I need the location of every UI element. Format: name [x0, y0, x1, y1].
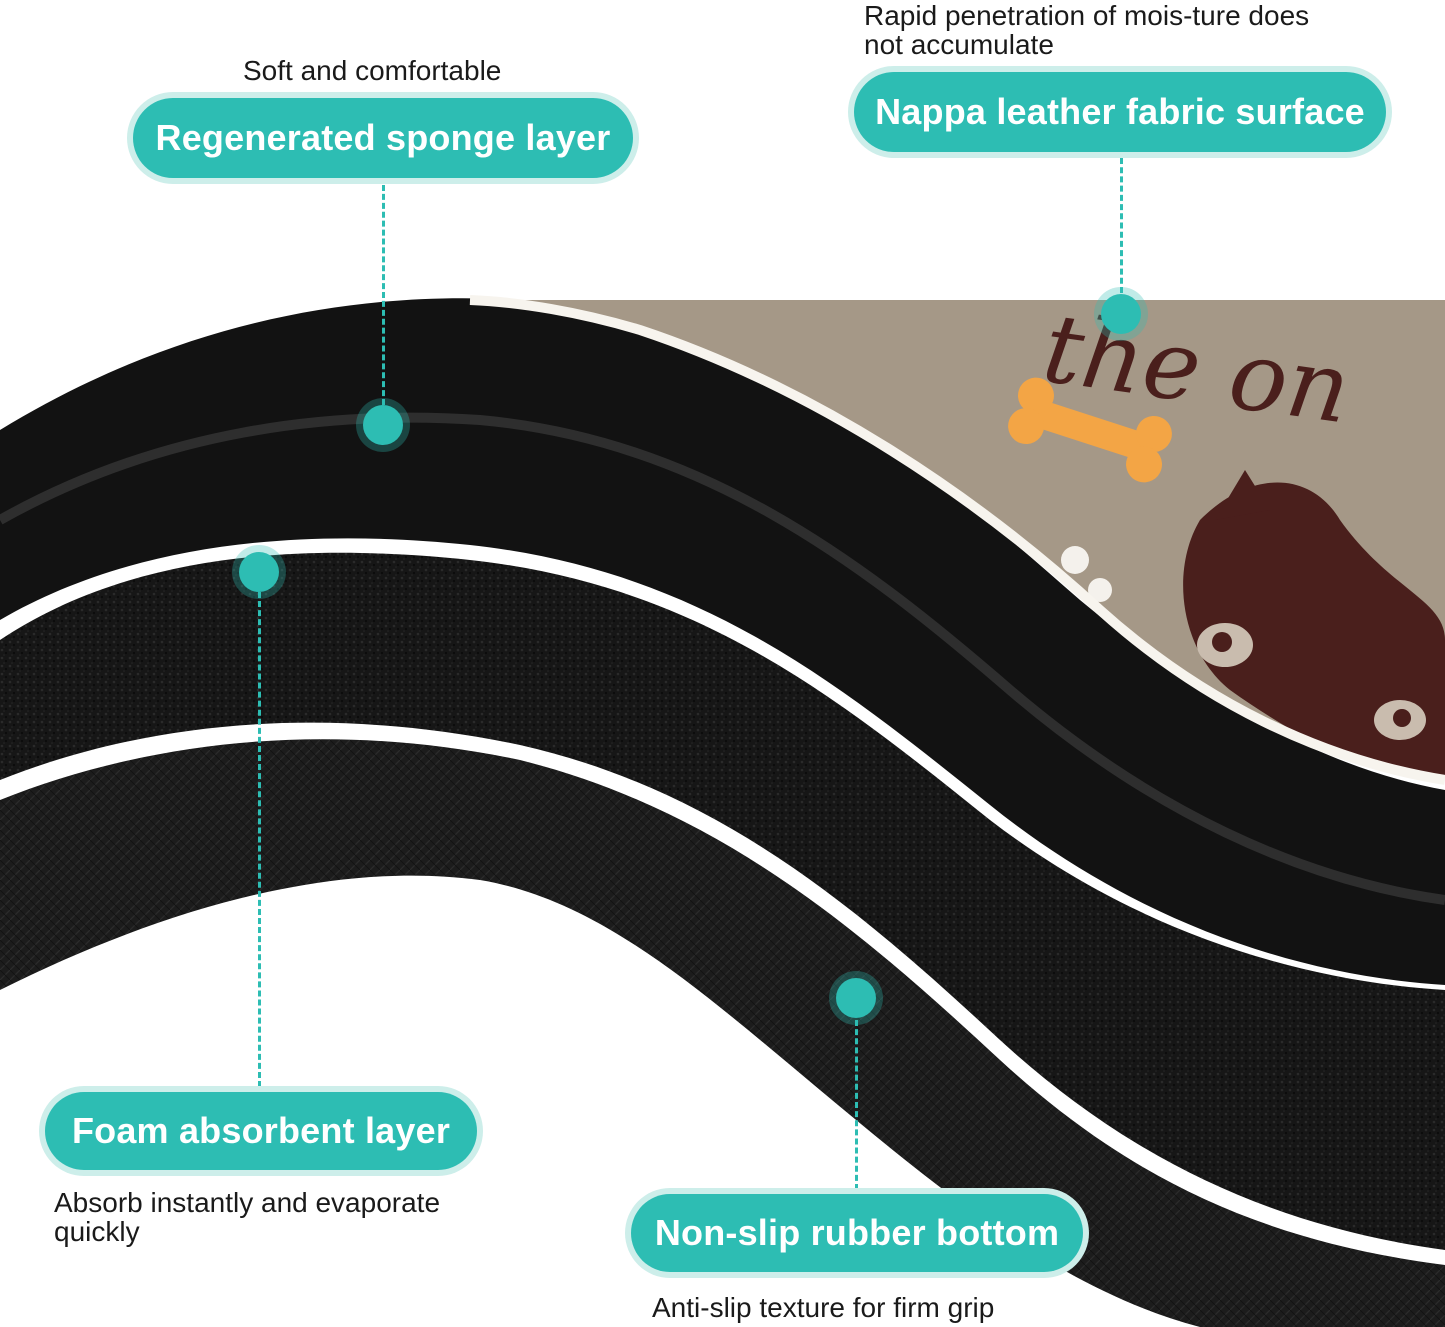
rubber-note: Anti-slip texture for firm grip: [652, 1292, 995, 1323]
sponge-layer-label: Regenerated sponge layer: [133, 98, 633, 178]
foam-leader-line: [258, 592, 261, 1087]
bone-print: [1008, 377, 1172, 483]
rubber-marker-dot: [836, 978, 876, 1018]
leather-surface-label: Nappa leather fabric surface: [854, 72, 1386, 152]
foam-marker-dot: [239, 552, 279, 592]
foam-layer-label: Foam absorbent layer: [45, 1092, 477, 1170]
leather-marker-dot: [1101, 294, 1141, 334]
sponge-layer: [0, 298, 1445, 985]
surface-rim: [469, 295, 1445, 785]
foam-note-line-2: quickly: [54, 1216, 140, 1247]
sponge-inner-edge: [0, 412, 1445, 905]
sponge-note: Soft and comfortable: [243, 55, 502, 86]
foam-layer: [0, 552, 1445, 1250]
leather-leader-line: [1120, 158, 1123, 293]
foam-note-line-1: Absorb instantly and evaporate: [54, 1187, 441, 1218]
rubber-bottom-layer: [0, 739, 1445, 1327]
dog-print: [1183, 470, 1445, 780]
sponge-leader-line: [382, 185, 385, 405]
rubber-leader-line: [855, 1020, 858, 1190]
rubber-bottom-label: Non-slip rubber bottom: [631, 1194, 1083, 1272]
leather-note: Rapid penetration of mois-ture does not …: [864, 1, 1309, 59]
leather-note-line-1: Rapid penetration of mois-ture does: [864, 0, 1310, 31]
leather-note-line-2: not accumulate: [864, 29, 1054, 60]
sponge-marker-dot: [363, 405, 403, 445]
foam-note: Absorb instantly and evaporate quickly: [54, 1188, 440, 1246]
